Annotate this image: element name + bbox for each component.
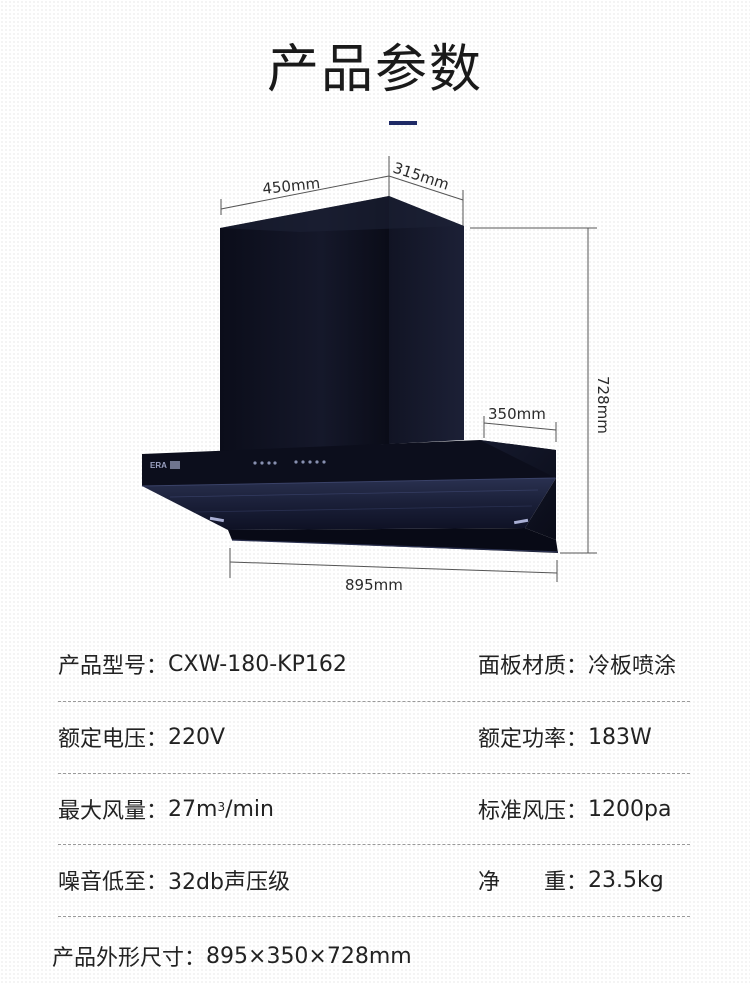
spec-label: 最大风量： bbox=[58, 799, 169, 824]
spec-row: 额定电压：220V 额定功率：183W bbox=[0, 701, 750, 773]
brand-logo: ERA bbox=[150, 461, 167, 470]
spec-rated-voltage: 额定电压：220V bbox=[58, 701, 225, 773]
spec-value: 32db声压级 bbox=[168, 870, 290, 895]
spec-value: 1200pa bbox=[588, 796, 672, 822]
dimension-total-width-895: 895mm bbox=[229, 548, 558, 594]
spec-panel-material: 面板材质：冷板喷涂 bbox=[478, 628, 676, 700]
spec-value: 895×350×728mm bbox=[206, 943, 412, 969]
spec-rated-power: 额定功率：183W bbox=[478, 701, 652, 773]
spec-net-weight: 净 重：23.5kg bbox=[478, 844, 664, 916]
hood-chimney bbox=[220, 196, 464, 452]
dim-label-height: 728mm bbox=[594, 376, 612, 434]
spec-label: 净 重： bbox=[478, 870, 589, 895]
page-title: 产品参数 bbox=[266, 40, 483, 100]
spec-row: 噪音低至：32db声压级 净 重：23.5kg bbox=[0, 844, 750, 916]
spec-label: 额定功率： bbox=[478, 727, 589, 752]
spec-model: 产品型号：CXW-180-KP162 bbox=[58, 628, 347, 700]
control-panel-icons bbox=[253, 460, 326, 465]
spec-label: 产品型号： bbox=[58, 654, 169, 679]
dimension-height-728: 728mm bbox=[470, 227, 612, 554]
dim-label-width: 450mm bbox=[262, 174, 321, 198]
spec-standard-pressure: 标准风压：1200pa bbox=[478, 773, 671, 845]
spec-label: 标准风压： bbox=[478, 799, 589, 824]
title-underline bbox=[389, 121, 417, 125]
spec-noise: 噪音低至：32db声压级 bbox=[58, 844, 290, 916]
dim-label-depth-bottom: 350mm bbox=[488, 405, 546, 423]
spec-label: 产品外形尺寸： bbox=[52, 946, 207, 971]
spec-value-superscript: 3 bbox=[217, 800, 226, 814]
hood-body: ERA bbox=[141, 440, 559, 553]
row-divider bbox=[58, 844, 690, 845]
row-divider bbox=[58, 916, 690, 917]
spec-value: 23.5kg bbox=[588, 867, 664, 893]
spec-value: 183W bbox=[588, 724, 652, 750]
row-divider bbox=[58, 701, 690, 702]
spec-value: 冷板喷涂 bbox=[588, 654, 677, 679]
row-divider bbox=[58, 773, 690, 774]
spec-value: CXW-180-KP162 bbox=[168, 651, 347, 677]
spec-label: 额定电压： bbox=[58, 727, 169, 752]
spec-value: 220V bbox=[168, 724, 226, 750]
spec-value-unit: /min bbox=[225, 796, 274, 822]
dimension-width-450: 450mm bbox=[220, 156, 390, 215]
brand-logo-mark bbox=[170, 461, 180, 469]
spec-row: 产品型号：CXW-180-KP162 面板材质：冷板喷涂 bbox=[0, 628, 750, 700]
spec-dimensions: 产品外形尺寸：895×350×728mm bbox=[52, 928, 412, 984]
spec-label: 噪音低至： bbox=[58, 870, 169, 895]
spec-value: 27m bbox=[168, 796, 218, 822]
dim-label-depth-top: 315mm bbox=[391, 159, 452, 194]
dimension-depth-350: 350mm bbox=[483, 405, 557, 442]
range-hood-figure: 450mm 315mm 728mm 350mm 895mm bbox=[141, 156, 612, 594]
spec-label: 面板材质： bbox=[478, 654, 589, 679]
dim-label-total-width: 895mm bbox=[345, 576, 403, 594]
